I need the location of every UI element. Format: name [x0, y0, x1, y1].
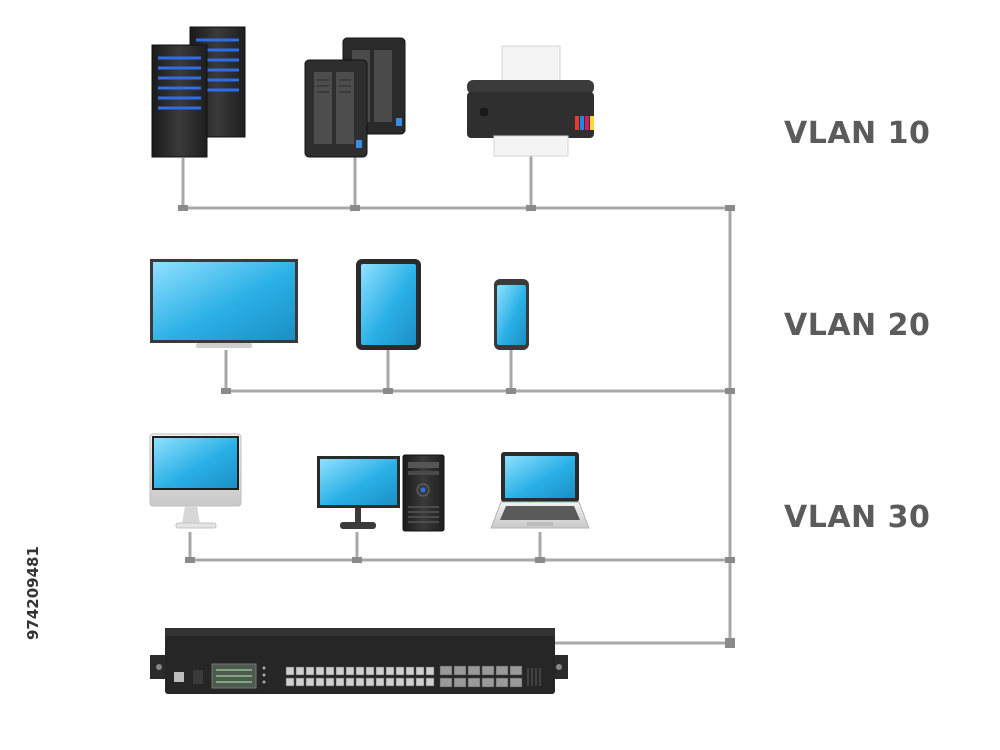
cable-connectors: [178, 205, 735, 648]
laptop-icon: [490, 452, 590, 529]
imac-monitor-icon: [149, 433, 242, 529]
server-rack-icon: [151, 26, 246, 158]
desktop-monitor-icon: [317, 456, 400, 529]
cable-trunk: [550, 208, 732, 645]
tv-monitor-icon: [150, 259, 298, 348]
vlan-30-label: VLAN 30: [784, 500, 931, 535]
stock-image-id: 974209481: [24, 546, 42, 640]
sfp-ports: [439, 665, 523, 688]
ethernet-ports: [285, 666, 435, 687]
vlan-20-label: VLAN 20: [784, 308, 931, 343]
vlan-10-label: VLAN 10: [784, 116, 931, 151]
tablet-icon: [356, 259, 421, 350]
smartphone-icon: [494, 279, 529, 350]
network-switch-icon: [150, 628, 568, 694]
cable-network: [181, 155, 732, 645]
nas-storage-icon: [304, 37, 406, 158]
printer-icon: [467, 45, 594, 157]
desktop-pc-icon: [402, 454, 445, 532]
